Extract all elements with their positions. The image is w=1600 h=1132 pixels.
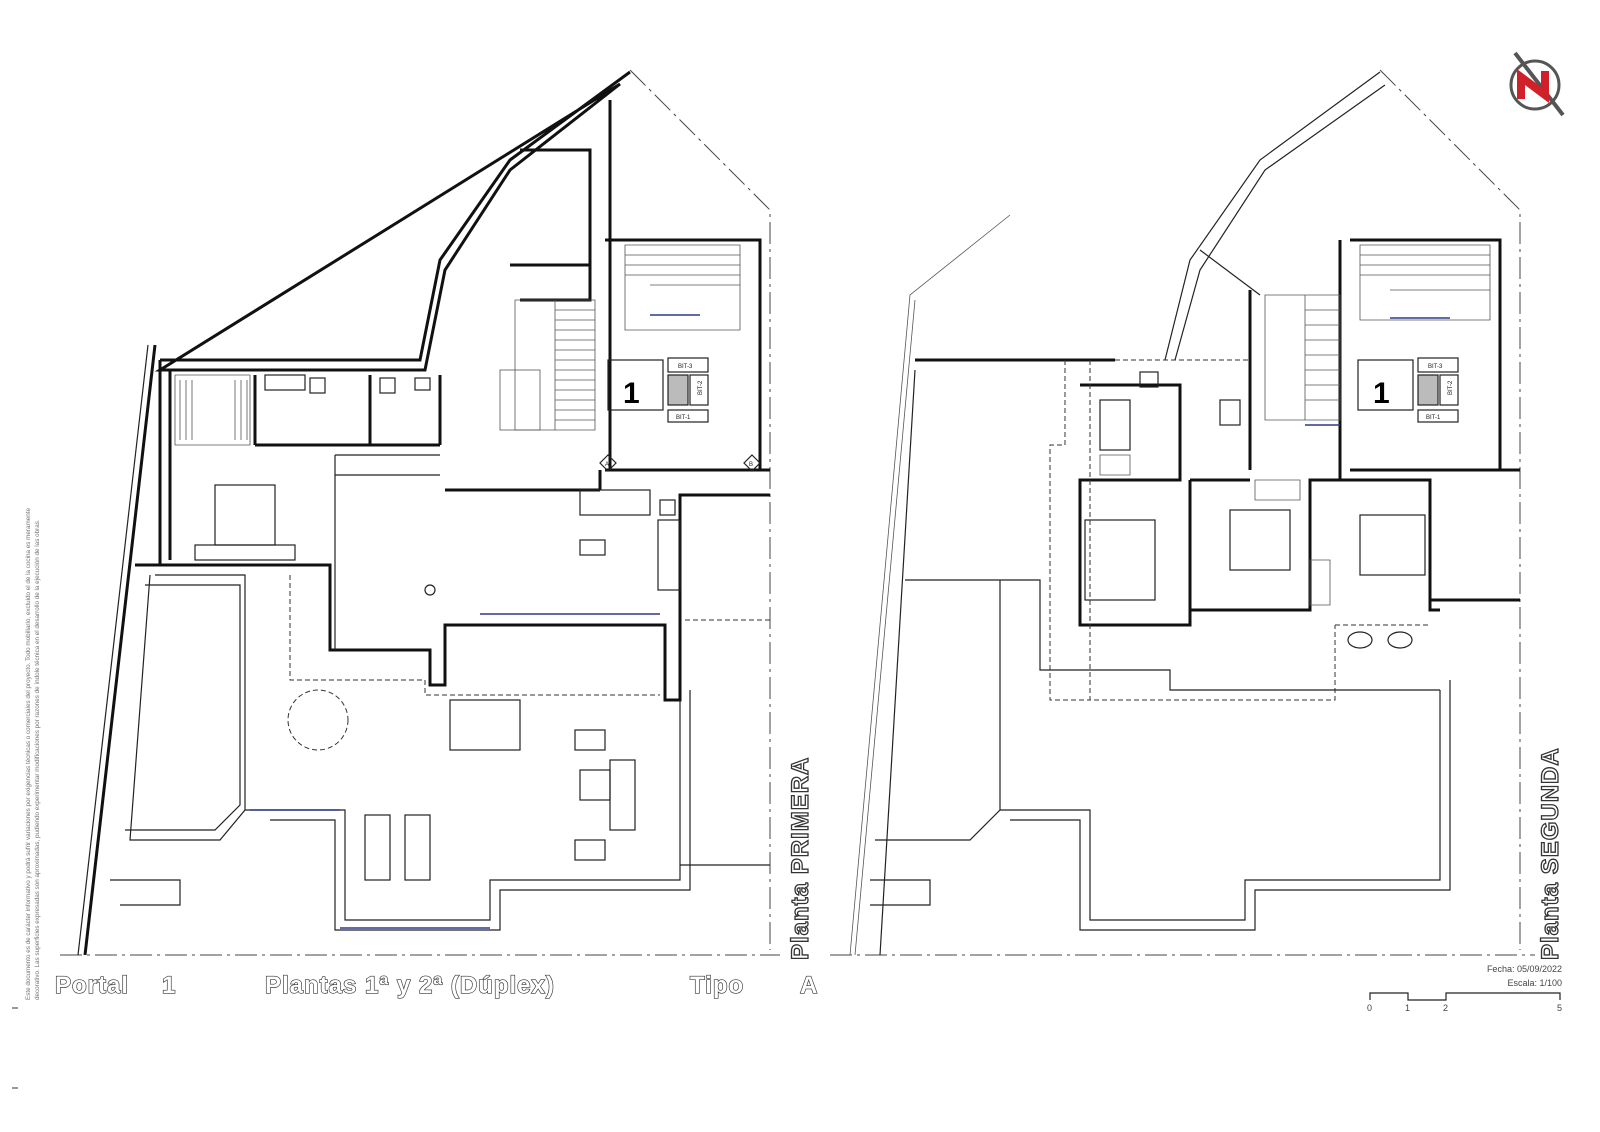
disclaimer-line-2: decorativo. Las superficies expresadas s… [34,519,41,1000]
plan-second-floor: 1 BIT-3 BIT-1 BIT-2 Planta SEGUNDA [830,69,1565,961]
plan-first-floor: 1 BIT-3 BIT-1 BIT-2 A B Planta PRIMER [60,69,815,961]
north-arrow-logo [1509,51,1565,117]
type-label: Tipo [690,972,744,999]
disclaimer: Este documento es de carácter informativ… [25,508,41,1000]
floors-label: Plantas 1ª y 2ª (Dúplex) [265,972,555,999]
scale-tick: 1 [1405,1003,1410,1013]
shaft-label: BIT-2 [1448,380,1454,395]
portal-label: Portal [55,972,129,999]
shaft-label: BIT-3 [1428,364,1443,370]
shaft-label: BIT-2 [698,380,704,395]
disclaimer-line-1: Este documento es de carácter informativ… [25,508,32,1000]
access-b-marker: B [749,462,753,468]
date-text: Fecha: 05/09/2022 [1487,964,1562,974]
stair-number: 1 [1373,377,1390,410]
title-block: Portal 1 Plantas 1ª y 2ª (Dúplex) Tipo A [54,971,818,999]
shaft-label: BIT-3 [678,364,693,370]
shaft-label: BIT-1 [1426,415,1441,421]
scale-block: Fecha: 05/09/2022 Escala: 1/100 0 1 2 5 [1367,964,1562,1013]
plan-label-first: Planta PRIMERA [787,757,814,960]
scale-tick: 0 [1367,1003,1372,1013]
portal-value: 1 [162,972,176,999]
type-value: A [800,972,818,999]
scale-tick: 2 [1443,1003,1448,1013]
scale-tick: 5 [1557,1003,1562,1013]
scale-text: Escala: 1/100 [1507,978,1562,988]
access-a-marker: A [605,462,609,468]
shaft-label: BIT-1 [676,415,691,421]
stair-number: 1 [623,377,640,410]
plan-label-second: Planta SEGUNDA [1537,747,1564,960]
